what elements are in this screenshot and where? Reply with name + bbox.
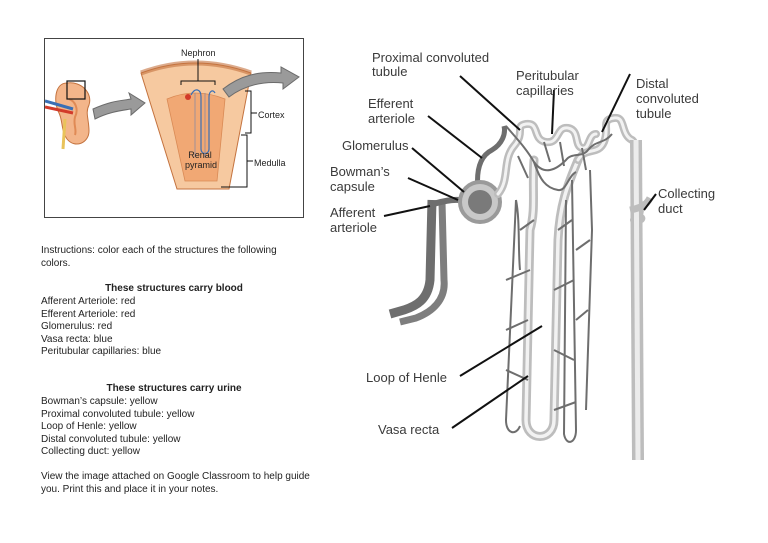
label-distal-1: Distal bbox=[636, 76, 669, 91]
blood-item: Glomerulus: red bbox=[41, 321, 113, 332]
blood-item: Efferent Arteriole: red bbox=[41, 308, 136, 320]
kidney-inset-figure: Nephron Cortex Medulla Renal pyramid bbox=[44, 38, 304, 218]
medulla-label: Medulla bbox=[254, 158, 286, 168]
label-loop-of-henle: Loop of Henle bbox=[366, 370, 447, 385]
label-afferent-1: Afferent bbox=[330, 205, 376, 220]
nephron-diagram bbox=[383, 73, 657, 460]
vasa-recta bbox=[504, 169, 594, 443]
footer-text: View the image attached on Google Classr… bbox=[41, 471, 310, 495]
label-peritubular-1: Peritubular bbox=[516, 68, 579, 83]
renal-vein bbox=[45, 99, 74, 111]
renal-pyramid-label-2: pyramid bbox=[184, 160, 217, 170]
instructions-text: Instructions: color each of the structur… bbox=[41, 245, 277, 269]
urine-item: Loop of Henle: yellow bbox=[41, 421, 137, 432]
urine-item: Proximal convoluted tubule: yellow bbox=[41, 408, 195, 420]
bowmans-capsule bbox=[458, 180, 502, 224]
afferent-arteriole bbox=[388, 196, 471, 326]
label-leaders bbox=[383, 73, 657, 429]
peritubular-capillaries bbox=[505, 125, 613, 192]
renal-artery bbox=[45, 105, 74, 115]
zoom-arrow-1 bbox=[92, 91, 146, 120]
label-peritubular-2: capillaries bbox=[516, 83, 574, 98]
nephron-label: Nephron bbox=[181, 48, 216, 58]
label-efferent-2: arteriole bbox=[368, 111, 415, 126]
blood-item: Peritubular capillaries: blue bbox=[41, 346, 162, 357]
renal-pyramid bbox=[166, 92, 226, 182]
cortex-label: Cortex bbox=[258, 110, 285, 120]
renal-pyramid-label-1: Renal bbox=[188, 150, 212, 160]
efferent-arteriole bbox=[475, 125, 507, 191]
glomerulus bbox=[468, 190, 492, 214]
urine-item: Collecting duct: yellow bbox=[41, 446, 140, 457]
ureter bbox=[61, 118, 67, 150]
label-collecting-2: duct bbox=[658, 201, 683, 216]
loop-of-henle bbox=[521, 155, 583, 441]
label-efferent-1: Efferent bbox=[368, 96, 414, 111]
label-distal-2: convoluted bbox=[636, 91, 699, 106]
label-collecting-1: Collecting bbox=[658, 186, 716, 201]
label-proximal-1: Proximal convoluted bbox=[372, 50, 490, 65]
zoom-box bbox=[66, 80, 86, 100]
urine-item: Bowman’s capsule: yellow bbox=[41, 396, 158, 407]
label-vasa-recta: Vasa recta bbox=[378, 422, 440, 437]
collecting-duct bbox=[629, 139, 654, 460]
blood-item: Vasa recta: blue bbox=[41, 333, 113, 345]
blood-heading: These structures carry blood bbox=[105, 283, 243, 294]
kidney-inset-drawing bbox=[45, 59, 300, 190]
label-distal-3: tubule bbox=[636, 106, 672, 121]
label-proximal-2: tubule bbox=[372, 64, 408, 79]
label-bowman-1: Bowman’s bbox=[330, 164, 390, 179]
mini-nephron bbox=[185, 89, 216, 157]
label-afferent-2: arteriole bbox=[330, 220, 377, 235]
zoom-arrow-2 bbox=[222, 66, 300, 98]
label-glomerulus: Glomerulus bbox=[342, 138, 409, 153]
blood-item: Afferent Arteriole: red bbox=[41, 296, 136, 307]
urine-heading: These structures carry urine bbox=[106, 383, 242, 394]
label-bowman-2: capsule bbox=[330, 179, 375, 194]
urine-item: Distal convoluted tubule: yellow bbox=[41, 433, 181, 445]
